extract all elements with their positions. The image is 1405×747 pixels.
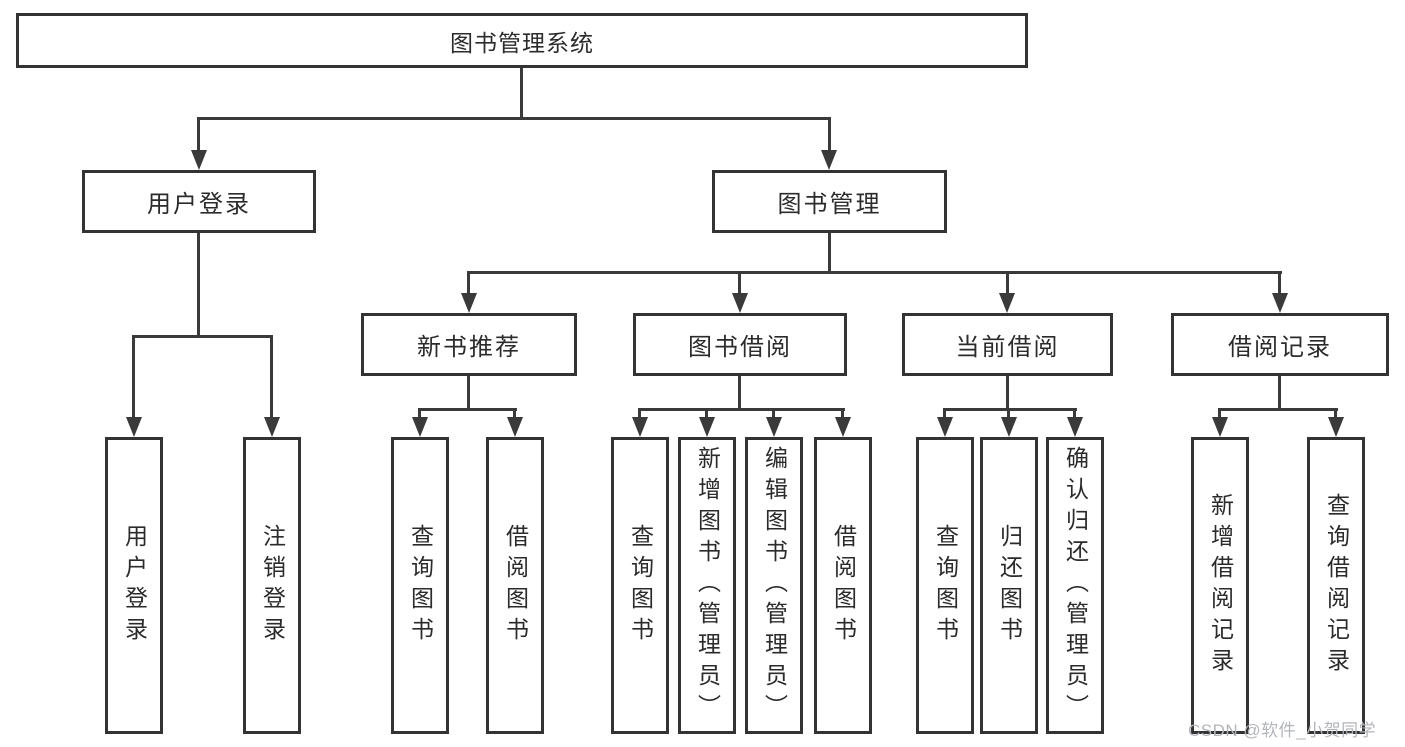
watermark-text: CSDN @软件_小贺同学 xyxy=(1188,721,1377,740)
connector-line xyxy=(467,271,1282,274)
node-label: 新增图书（管理员） xyxy=(694,446,721,725)
connector-line xyxy=(828,233,831,271)
connector-line xyxy=(418,408,517,411)
arrow-down-icon xyxy=(1067,417,1083,437)
connector-line xyxy=(467,274,470,293)
connector-line xyxy=(197,233,200,335)
node-label: 用户登录 xyxy=(147,191,251,218)
node-label: 借阅图书 xyxy=(502,523,529,648)
node-label: 注销登录 xyxy=(259,523,286,648)
connector-line xyxy=(841,411,844,417)
node-label: 确认归还（管理员） xyxy=(1062,446,1089,725)
connector-line xyxy=(828,120,831,150)
connector-line xyxy=(1006,376,1009,408)
node-book-management: 图书管理 xyxy=(712,170,947,233)
node-label: 查询借阅记录 xyxy=(1323,492,1350,679)
connector-line xyxy=(1334,411,1337,417)
connector-line xyxy=(1073,411,1076,417)
node-label: 归还图书 xyxy=(996,523,1023,648)
arrow-down-icon xyxy=(264,417,280,437)
arrow-down-icon xyxy=(699,417,715,437)
connector-line xyxy=(513,411,516,417)
arrow-down-icon xyxy=(835,417,851,437)
node-label: 用户登录 xyxy=(121,523,148,648)
node-label: 当前借阅 xyxy=(955,334,1060,361)
node-return-books: 归还图书 xyxy=(980,437,1038,734)
connector-line xyxy=(1006,274,1009,293)
node-logout: 注销登录 xyxy=(243,437,301,734)
connector-line xyxy=(705,411,708,417)
arrow-down-icon xyxy=(821,150,837,170)
connector-line xyxy=(520,68,523,117)
arrow-down-icon xyxy=(507,417,523,437)
node-book-borrowing: 图书借阅 xyxy=(633,313,847,376)
arrow-down-icon xyxy=(126,417,142,437)
node-current-borrowing: 当前借阅 xyxy=(902,313,1113,376)
node-label: 图书借阅 xyxy=(688,334,792,361)
connector-line xyxy=(467,376,470,408)
arrow-down-icon xyxy=(732,293,748,313)
connector-line xyxy=(738,376,741,408)
connector-line xyxy=(197,120,200,150)
arrow-down-icon xyxy=(1212,417,1228,437)
node-query-borrow-record: 查询借阅记录 xyxy=(1307,437,1365,734)
connector-line xyxy=(943,411,946,417)
connector-line xyxy=(418,411,421,417)
arrow-down-icon xyxy=(461,293,477,313)
connector-line xyxy=(772,411,775,417)
node-add-borrow-record: 新增借阅记录 xyxy=(1191,437,1249,734)
connector-line xyxy=(1278,376,1281,408)
node-label: 借阅记录 xyxy=(1228,334,1332,361)
arrow-down-icon xyxy=(766,417,782,437)
node-label: 编辑图书（管理员） xyxy=(761,446,788,725)
node-new-book-recommendation: 新书推荐 xyxy=(361,313,577,376)
connector-line xyxy=(1278,274,1281,293)
node-label: 图书管理 xyxy=(777,191,882,218)
connector-line xyxy=(738,274,741,293)
arrow-down-icon xyxy=(999,293,1015,313)
node-borrowing-records: 借阅记录 xyxy=(1171,313,1389,376)
node-label: 新书推荐 xyxy=(417,334,521,361)
node-label: 图书管理系统 xyxy=(450,29,594,56)
node-borrow-books-newbooks: 借阅图书 xyxy=(486,437,544,734)
node-query-books-newbooks: 查询图书 xyxy=(391,437,449,734)
arrow-down-icon xyxy=(1328,417,1344,437)
arrow-down-icon xyxy=(1001,417,1017,437)
node-edit-books-admin: 编辑图书（管理员） xyxy=(745,437,803,734)
connector-line xyxy=(132,335,273,338)
node-label: 借阅图书 xyxy=(830,523,857,648)
arrow-down-icon xyxy=(937,417,953,437)
node-user-login-leaf: 用户登录 xyxy=(105,437,163,734)
arrow-down-icon xyxy=(632,417,648,437)
connector-line xyxy=(270,338,273,417)
connector-line xyxy=(1218,411,1221,417)
node-user-login: 用户登录 xyxy=(82,170,316,233)
connector-line xyxy=(943,408,1077,411)
node-query-books-current: 查询图书 xyxy=(916,437,974,734)
node-library-management-system: 图书管理系统 xyxy=(16,13,1028,68)
connector-line xyxy=(132,338,135,417)
node-label: 查询图书 xyxy=(932,523,959,648)
connector-line xyxy=(638,411,641,417)
connector-line xyxy=(638,408,845,411)
node-confirm-return-admin: 确认归还（管理员） xyxy=(1046,437,1104,734)
connector-line xyxy=(1007,411,1010,417)
node-label: 查询图书 xyxy=(407,523,434,648)
node-borrow-books-borrowing: 借阅图书 xyxy=(814,437,872,734)
arrow-down-icon xyxy=(191,150,207,170)
connector-line xyxy=(1218,408,1338,411)
connector-line xyxy=(197,117,831,120)
node-label: 查询图书 xyxy=(627,523,654,648)
arrow-down-icon xyxy=(412,417,428,437)
node-add-books-admin: 新增图书（管理员） xyxy=(678,437,736,734)
node-label: 新增借阅记录 xyxy=(1207,492,1234,679)
arrow-down-icon xyxy=(1272,293,1288,313)
node-query-books-borrowing: 查询图书 xyxy=(611,437,669,734)
